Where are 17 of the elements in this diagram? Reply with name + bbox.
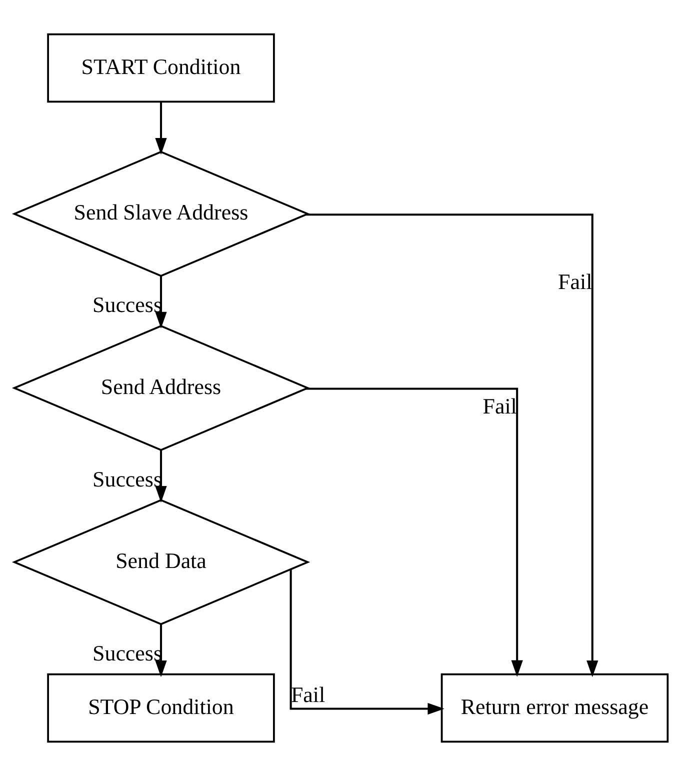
node-box: START Condition <box>47 33 275 103</box>
arrow <box>155 276 167 329</box>
node-box: Return error message <box>440 673 669 743</box>
edge-label: Success <box>92 292 162 318</box>
arrow <box>306 388 523 677</box>
node-diamond: Send Address <box>12 325 310 451</box>
arrow <box>155 450 167 503</box>
arrow <box>290 570 444 715</box>
arrow <box>306 214 598 678</box>
edge-label: Success <box>92 466 162 492</box>
node-box: STOP Condition <box>47 673 275 743</box>
edge-label: Fail <box>558 268 592 294</box>
arrow <box>155 624 167 678</box>
arrow <box>155 102 167 155</box>
node-diamond: Send Data <box>12 499 310 626</box>
node-diamond: Send Slave Address <box>12 150 310 277</box>
edge-label: Success <box>92 640 162 666</box>
